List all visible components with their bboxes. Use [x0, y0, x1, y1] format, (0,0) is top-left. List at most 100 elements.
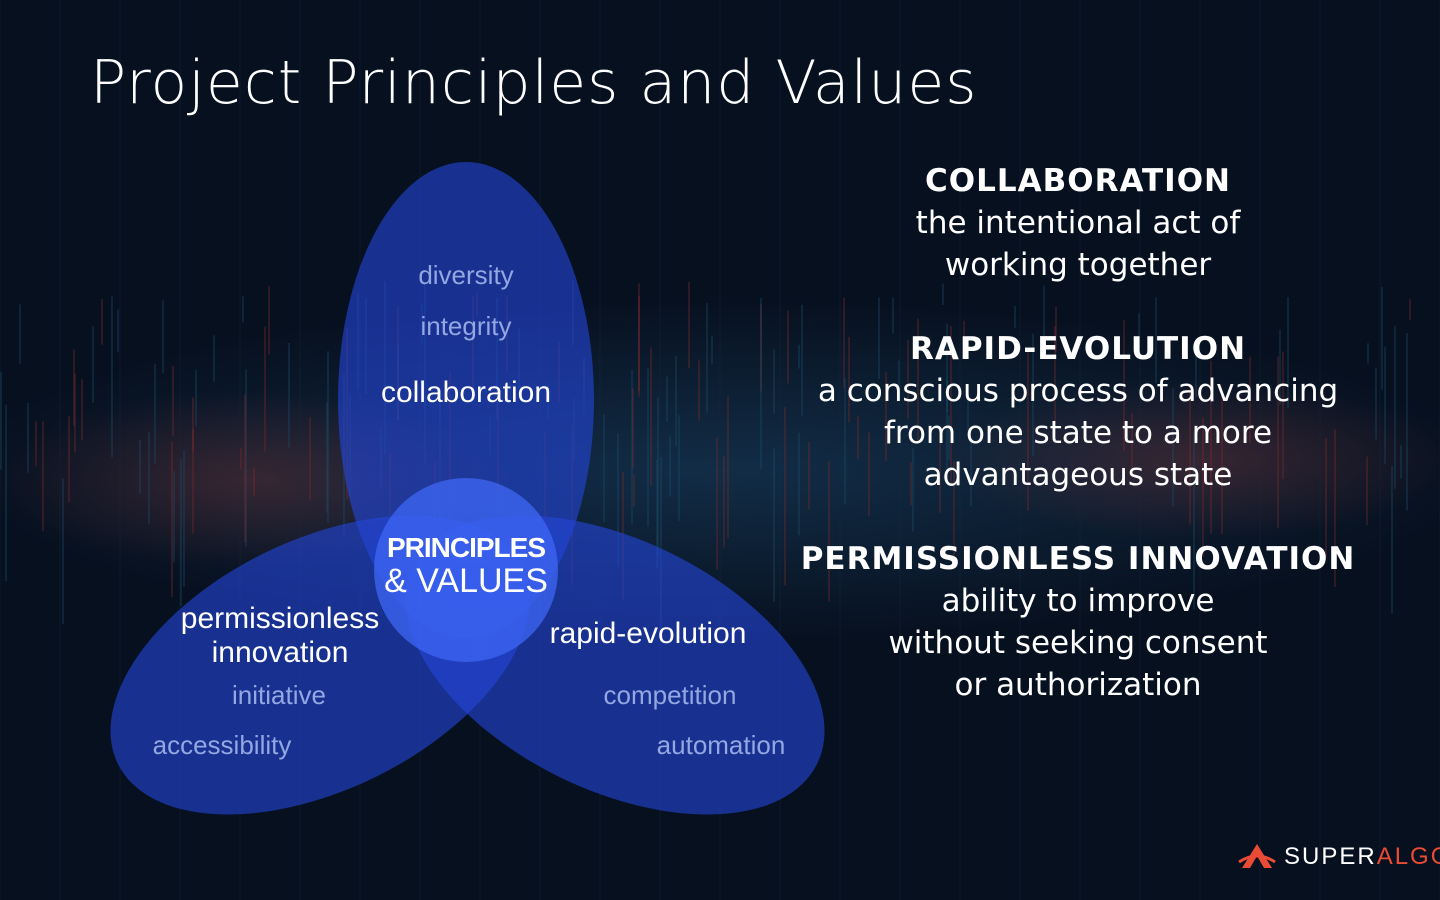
- background-bar: [5, 404, 7, 582]
- background-bar: [907, 339, 909, 420]
- logo-text: SUPERALGOS: [1284, 843, 1440, 871]
- background-bar: [963, 320, 965, 342]
- background-bar: [688, 281, 690, 369]
- definition-term: RAPID-EVOLUTION: [909, 331, 1247, 367]
- background-bar: [111, 296, 113, 458]
- background-bar: [0, 371, 2, 470]
- background-bar: [1375, 367, 1377, 440]
- background-bar: [727, 396, 729, 538]
- definition-line: the intentional act of: [915, 205, 1241, 241]
- background-bar: [773, 349, 775, 414]
- background-bar: [1202, 417, 1204, 557]
- background-bar: [669, 436, 671, 497]
- background-bar: [843, 297, 845, 389]
- background-bar: [172, 366, 174, 436]
- background-bar: [192, 397, 194, 534]
- principle-rapid-evolution: rapid-evolution: [549, 617, 747, 650]
- background-bar: [81, 379, 83, 441]
- background-bar: [1054, 325, 1056, 425]
- background-bar: [848, 336, 850, 423]
- background-bar: [898, 360, 900, 395]
- background-bar: [253, 467, 255, 496]
- background-bar: [723, 456, 725, 548]
- definition-permissionless-innovation: PERMISSIONLESS INNOVATION ability to imp…: [790, 538, 1366, 706]
- definition-line: ability to improve: [941, 583, 1215, 619]
- background-bar: [1366, 456, 1368, 526]
- background-bar: [1043, 285, 1045, 357]
- background-bar: [1155, 297, 1157, 384]
- background-bar: [1032, 333, 1034, 456]
- background-bar: [1384, 346, 1386, 465]
- background-bar: [1400, 445, 1402, 479]
- background-bar: [1279, 329, 1281, 405]
- background-bar: [1406, 332, 1408, 511]
- definition-line: or authorization: [954, 667, 1202, 703]
- background-bar: [180, 459, 182, 607]
- background-bar: [784, 407, 786, 586]
- background-bar: [154, 363, 156, 464]
- logo-text-algos: ALGOS: [1376, 843, 1440, 870]
- center-label-values: & VALUES: [384, 562, 548, 600]
- background-bar: [288, 342, 290, 448]
- background-bar: [162, 300, 164, 373]
- background-bar: [62, 478, 64, 625]
- background-bar: [35, 421, 37, 467]
- value-accessibility: accessibility: [152, 730, 292, 760]
- background-bar: [603, 414, 605, 523]
- background-bar: [647, 368, 649, 527]
- value-competition: competition: [603, 680, 737, 710]
- value-integrity: integrity: [420, 311, 512, 341]
- background-bar: [798, 432, 800, 536]
- background-bar: [892, 297, 894, 334]
- superalgos-logo: SUPERALGOS: [1238, 840, 1440, 874]
- definition-line: advantageous state: [923, 457, 1233, 493]
- background-bar: [910, 461, 912, 506]
- principle-collaboration: collaboration: [380, 376, 552, 409]
- background-bar: [1210, 360, 1212, 534]
- background-bar: [638, 295, 640, 397]
- background-bar: [195, 370, 197, 426]
- background-bar: [171, 441, 173, 597]
- background-bar: [617, 433, 619, 566]
- background-bar: [1138, 312, 1140, 355]
- background-bar: [173, 471, 175, 563]
- superalgos-logo-icon: [1238, 844, 1276, 868]
- background-bar: [939, 430, 941, 513]
- background-bar: [773, 448, 775, 602]
- background-bar: [857, 416, 859, 460]
- background-bar: [1367, 343, 1369, 364]
- background-bar: [42, 421, 44, 532]
- background-bar: [148, 431, 150, 524]
- background-bar: [650, 347, 652, 486]
- background-bar: [1193, 432, 1195, 610]
- background-bar: [326, 402, 328, 513]
- background-bar: [1409, 299, 1411, 320]
- background-bar: [878, 297, 880, 379]
- background-bar: [1189, 385, 1191, 525]
- page-title: Project Principles and Values: [90, 48, 978, 118]
- background-bar: [1123, 320, 1125, 452]
- background-bar: [716, 437, 718, 570]
- background-bar: [948, 415, 950, 461]
- background-bar: [1325, 438, 1327, 558]
- background-bar: [666, 376, 668, 422]
- background-bar: [92, 326, 94, 403]
- definition-line: working together: [944, 247, 1212, 283]
- background-bar: [798, 344, 800, 369]
- background-bar: [1287, 297, 1289, 408]
- definition-collaboration: COLLABORATION the intentional act of wor…: [790, 160, 1366, 286]
- value-initiative: initiative: [232, 680, 326, 710]
- background-bar: [19, 304, 21, 364]
- background-bar: [27, 403, 29, 473]
- background-bar: [73, 349, 75, 426]
- background-bar: [828, 461, 830, 602]
- background-bar: [242, 296, 244, 323]
- background-bar: [1381, 287, 1383, 390]
- background-bar: [1282, 351, 1284, 479]
- principle-permissionless-line1: permissionless: [180, 602, 380, 635]
- background-bar: [760, 304, 762, 392]
- background-bar: [885, 372, 887, 462]
- background-bar: [760, 297, 762, 469]
- venn-center-circle: [374, 478, 558, 662]
- background-bar: [633, 474, 635, 507]
